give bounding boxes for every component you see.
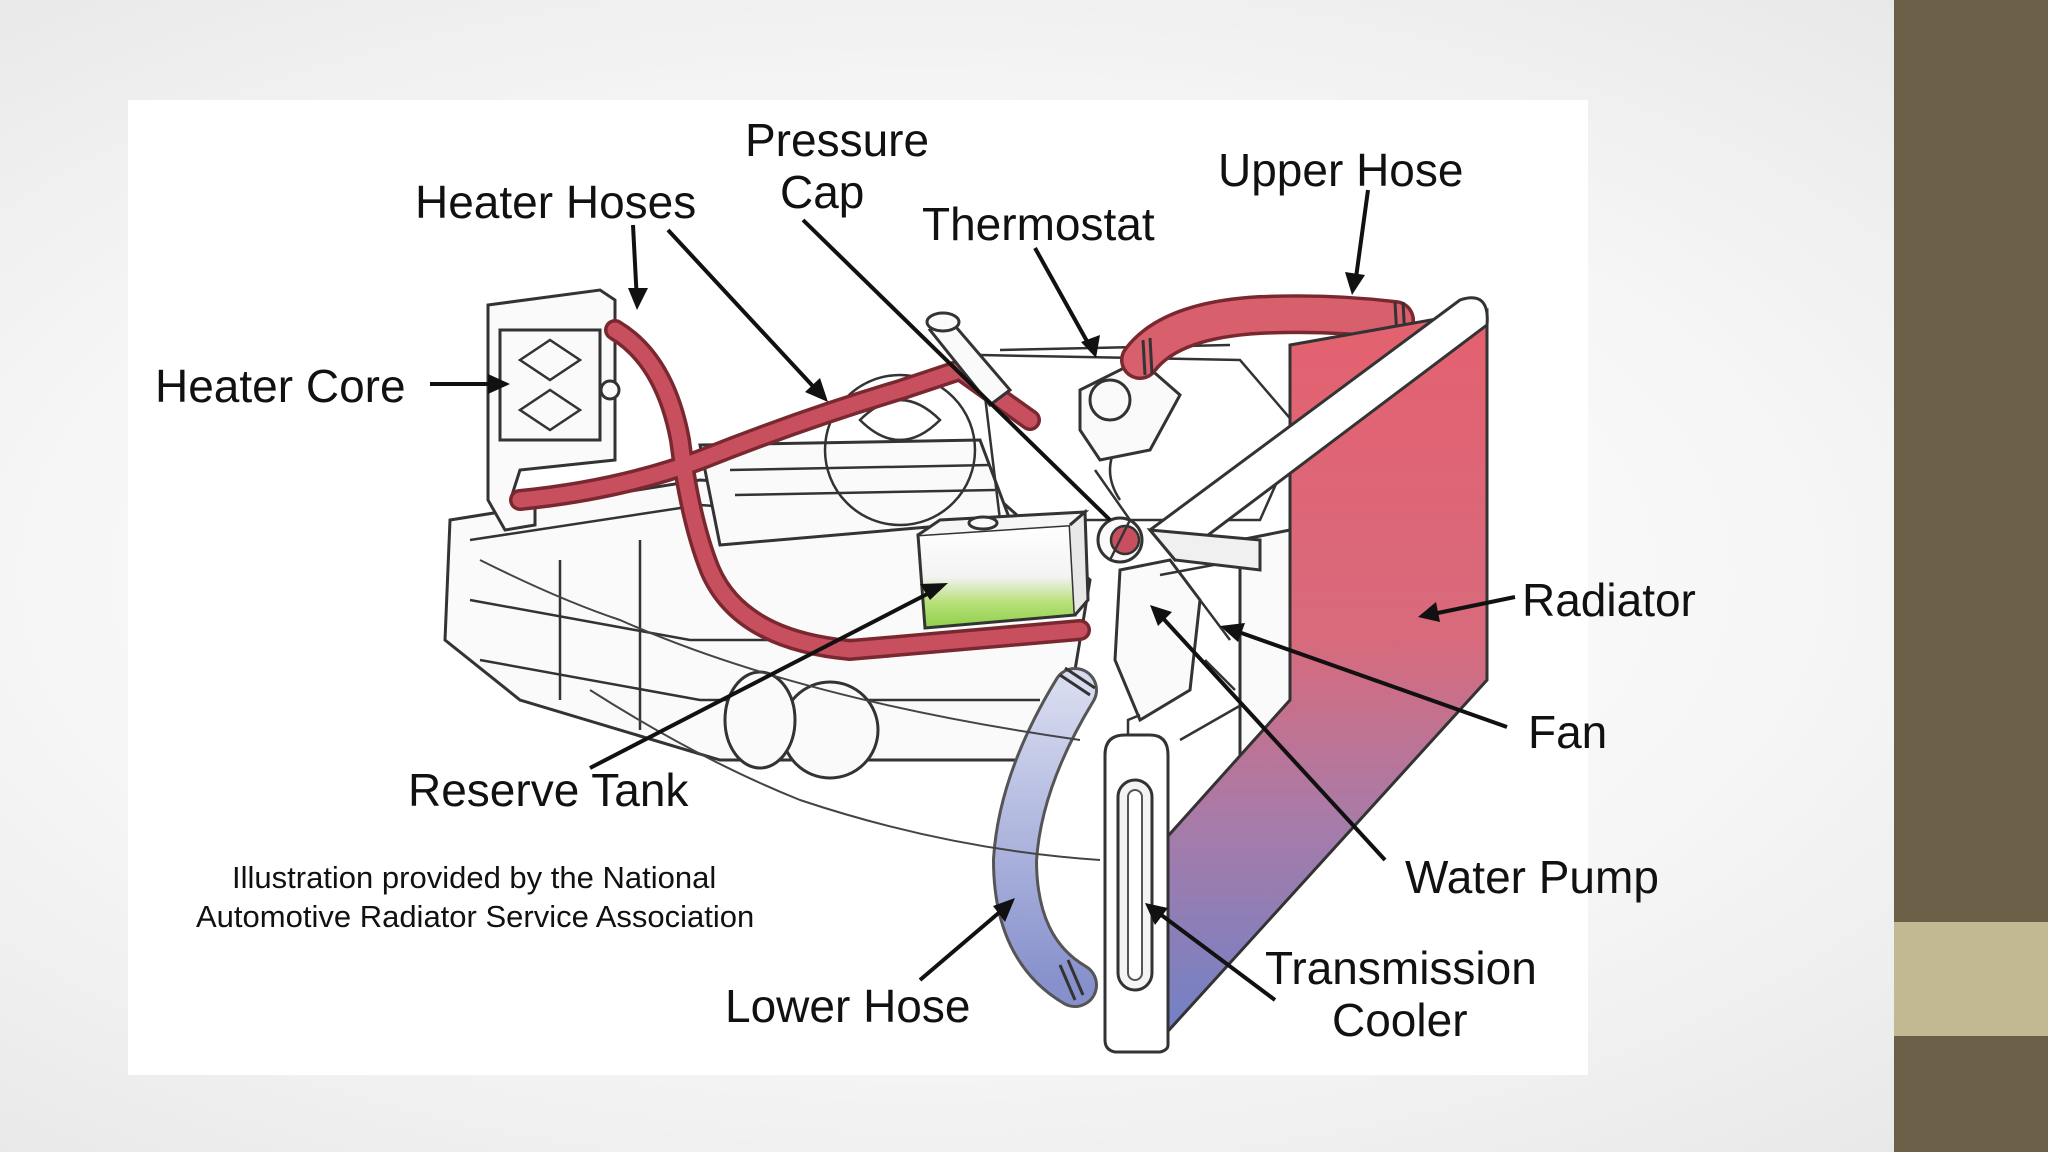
label-transmission-cooler-line1: Transmission [1265,942,1537,994]
label-heater-hoses: Heater Hoses [415,176,696,228]
label-fan: Fan [1528,706,1607,758]
label-pressure-cap-line1: Pressure [745,114,929,166]
label-lower-hose: Lower Hose [725,980,970,1032]
transmission-cooler [1105,715,1168,1052]
credit-line2: Automotive Radiator Service Association [196,899,754,934]
label-transmission-cooler-line2: Cooler [1332,994,1468,1046]
label-pressure-cap-line2: Cap [780,166,864,218]
label-heater-core: Heater Core [155,360,406,412]
label-radiator: Radiator [1522,574,1696,626]
label-thermostat: Thermostat [922,198,1155,250]
label-upper-hose: Upper Hose [1218,144,1463,196]
credit-line1: Illustration provided by the National [232,860,716,895]
radiator [1150,298,1487,1040]
reserve-tank [918,512,1088,628]
label-reserve-tank: Reserve Tank [408,764,689,816]
label-water-pump: Water Pump [1405,851,1659,903]
